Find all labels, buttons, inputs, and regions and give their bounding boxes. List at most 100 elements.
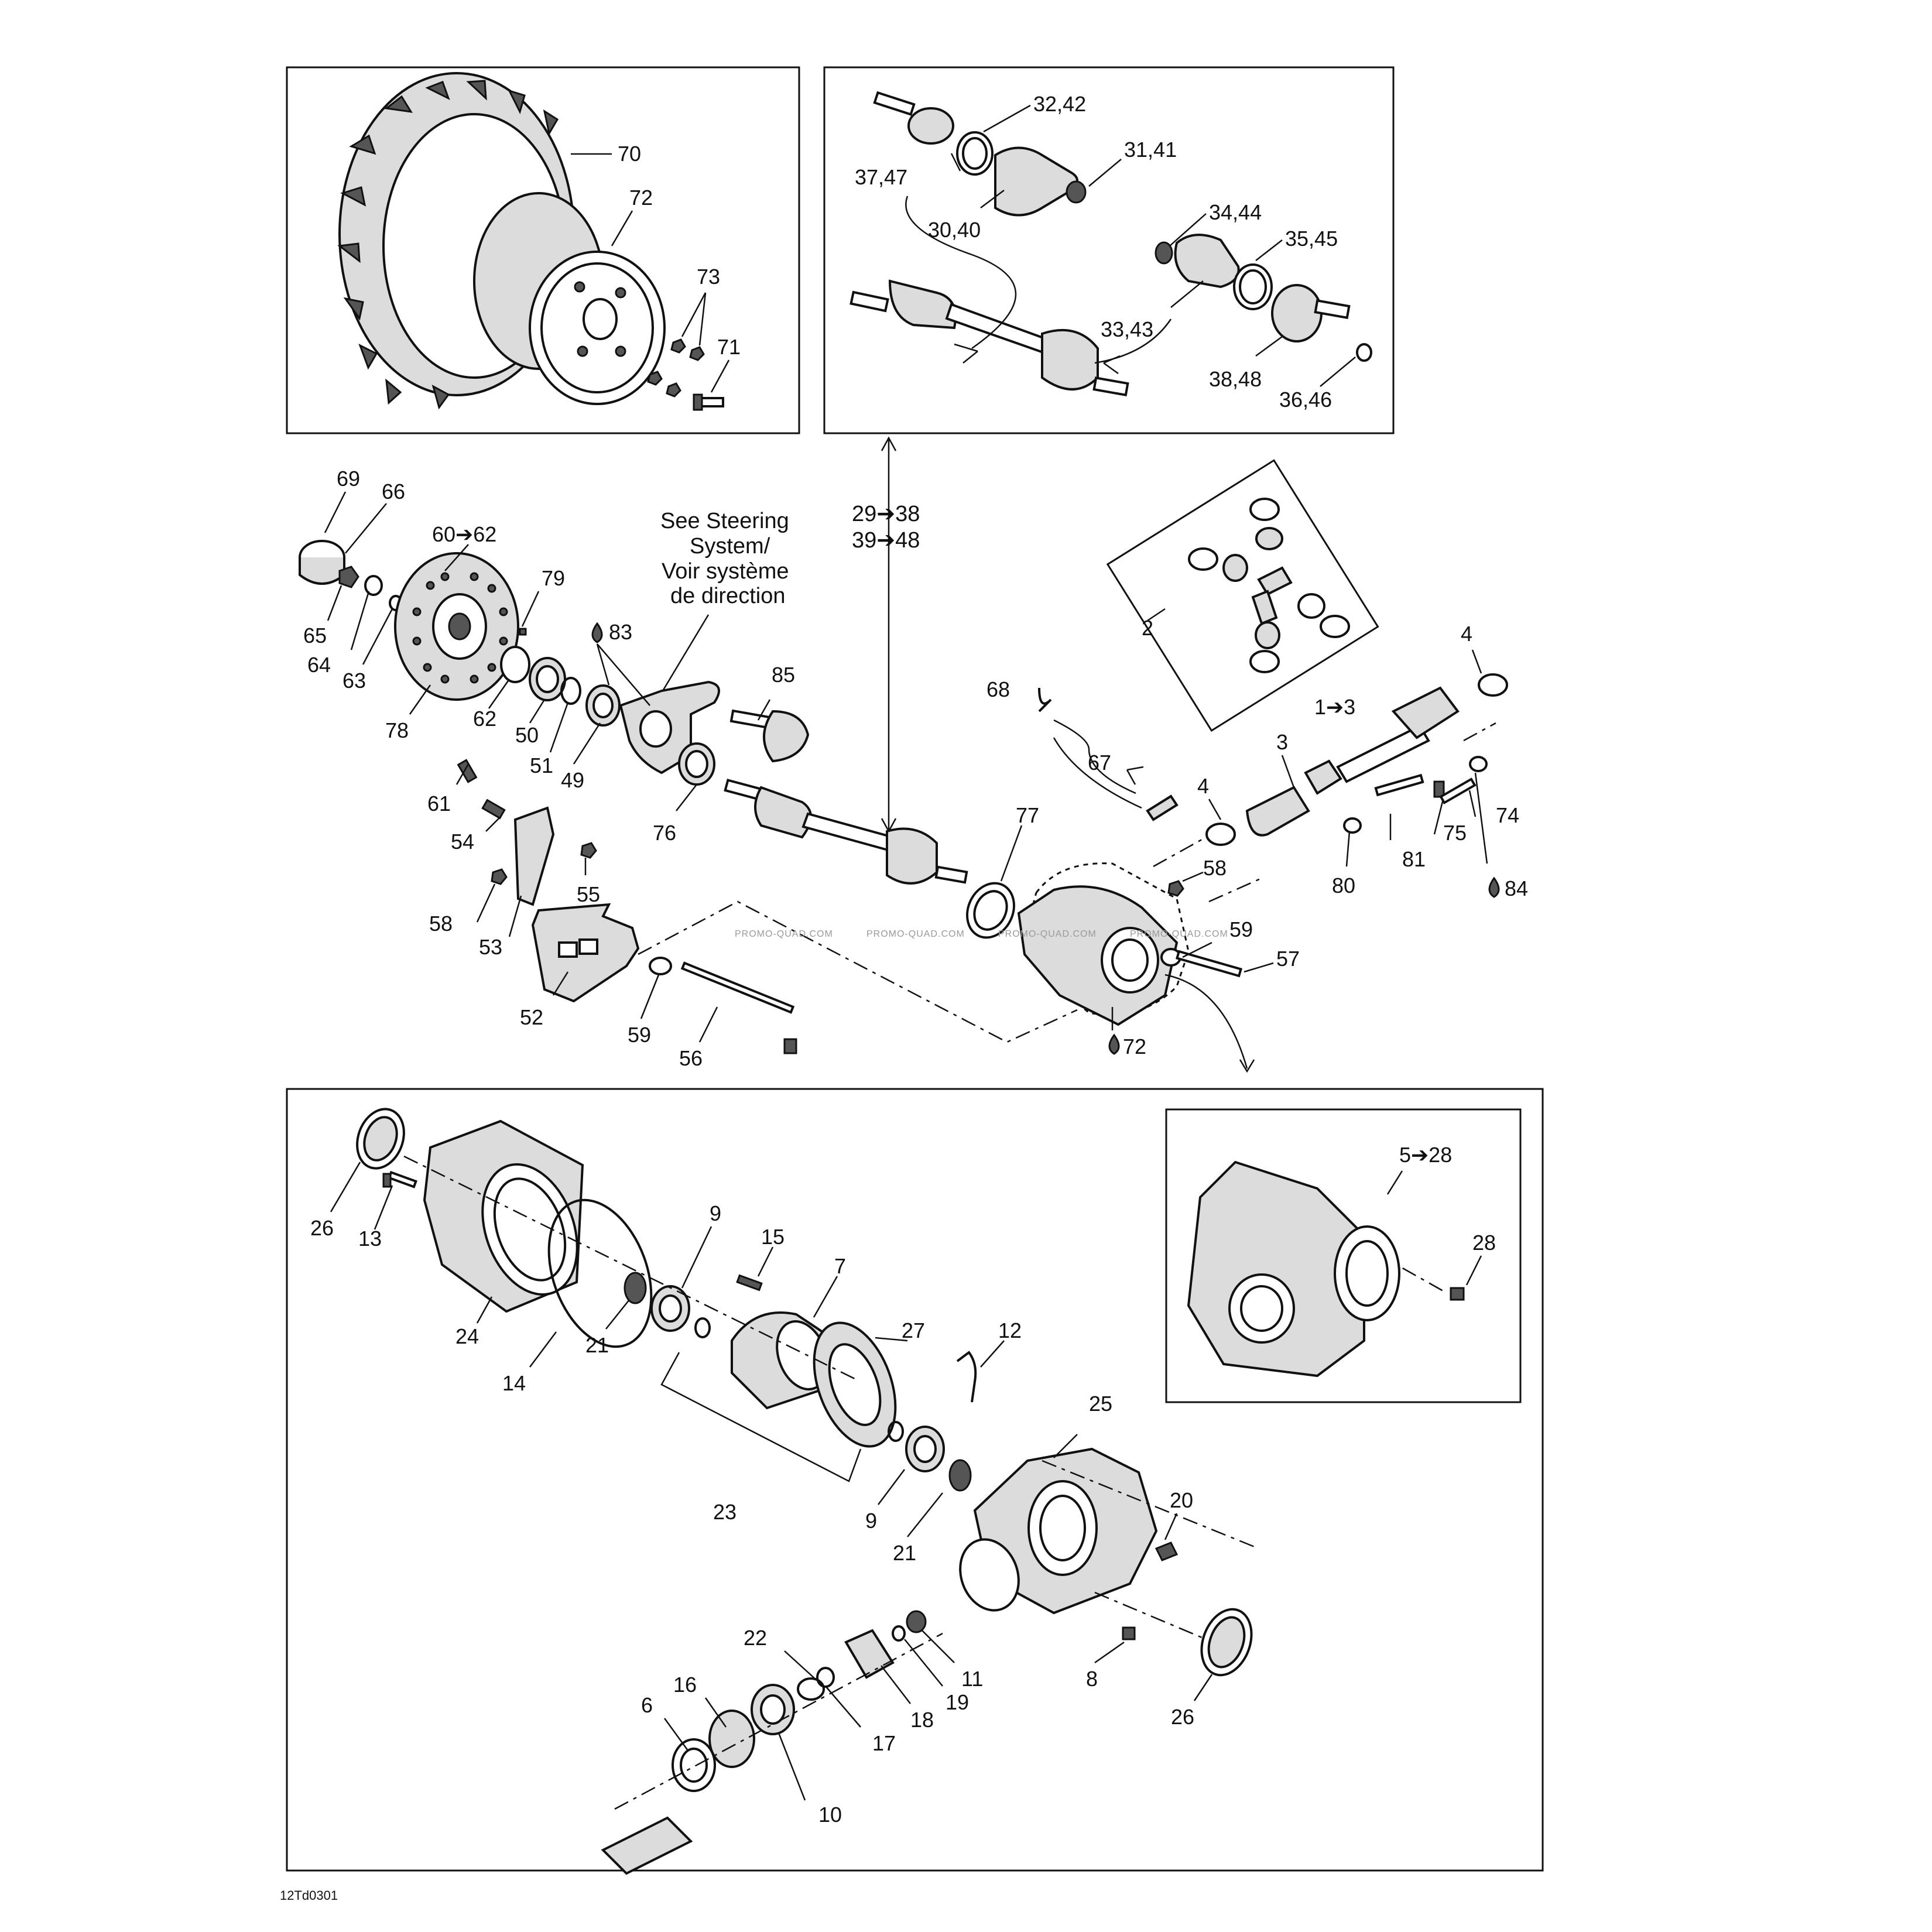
callout-64: 64 bbox=[307, 653, 331, 677]
right-housing-illustration bbox=[959, 1447, 1158, 1615]
callout-17: 17 bbox=[872, 1731, 896, 1755]
rear-differential-housing-illustration bbox=[1017, 862, 1190, 1026]
rim-illustration bbox=[473, 192, 666, 405]
callout-27: 27 bbox=[902, 1318, 925, 1342]
drive-shaft-assembly-illustration bbox=[849, 279, 1129, 397]
callout-4: 4 bbox=[1461, 622, 1472, 646]
callout-31-41: 31,41 bbox=[1124, 138, 1177, 162]
cv-boot-inner-illustration bbox=[1155, 234, 1273, 310]
svg-text:System/: System/ bbox=[690, 534, 770, 559]
wheel-nuts-illustration bbox=[647, 338, 705, 398]
svg-text:See Steering: See Steering bbox=[660, 509, 789, 533]
differential-assembly-inset-frame bbox=[1165, 1108, 1522, 1403]
right-side-fasteners-illustration bbox=[1122, 1542, 1179, 1640]
housing-bolt-illustration bbox=[382, 1170, 417, 1188]
callout-25: 25 bbox=[1089, 1392, 1112, 1416]
knuckle-bearing-stack-illustration bbox=[500, 646, 621, 727]
vent-tube-illustration bbox=[956, 1351, 977, 1403]
differential-assembly-inset-illustration bbox=[1187, 1160, 1465, 1378]
callout-33-43: 33,43 bbox=[1101, 317, 1153, 341]
range-arrow-29-48 bbox=[881, 436, 897, 833]
callout-11: 11 bbox=[961, 1667, 983, 1691]
wheel-panel-leaders bbox=[571, 153, 730, 393]
callout-79: 79 bbox=[542, 566, 565, 590]
callout-62: 62 bbox=[473, 707, 496, 731]
callout-5-28: 5➔28 bbox=[1399, 1143, 1452, 1167]
range-note-39-48: 39➔48 bbox=[852, 528, 920, 553]
differential-panel-frame bbox=[286, 1088, 1544, 1872]
callout-85: 85 bbox=[772, 663, 795, 687]
o-ring-illustration bbox=[547, 1198, 653, 1348]
oil-seal-right-illustration bbox=[1200, 1608, 1253, 1677]
callout-70: 70 bbox=[618, 142, 641, 166]
callout-24: 24 bbox=[455, 1324, 479, 1348]
callout-51: 51 bbox=[530, 753, 553, 777]
callout-21: 21 bbox=[585, 1333, 609, 1357]
callout-22: 22 bbox=[744, 1626, 767, 1650]
callout-52: 52 bbox=[520, 1005, 543, 1029]
callout-72: 72 bbox=[1123, 1034, 1146, 1059]
skid-plate-illustration bbox=[531, 903, 640, 1003]
callout-3: 3 bbox=[1276, 730, 1288, 754]
dashed-relation-lines bbox=[638, 722, 1496, 1043]
differential-panel-leaders bbox=[330, 1162, 1482, 1801]
callout-1-3: 1➔3 bbox=[1314, 695, 1355, 719]
drive-shaft-panel-leaders bbox=[905, 104, 1356, 387]
callout-12: 12 bbox=[998, 1318, 1022, 1342]
callout-83: 83 bbox=[609, 620, 632, 644]
callout-21: 21 bbox=[893, 1541, 916, 1565]
callout-66: 66 bbox=[382, 479, 405, 503]
steering-knuckle-illustration bbox=[619, 680, 720, 786]
long-bolt-illustration bbox=[649, 957, 797, 1054]
callout-23: 23 bbox=[713, 1500, 737, 1524]
callout-77: 77 bbox=[1016, 803, 1039, 827]
bearings-right-illustration bbox=[888, 1421, 972, 1492]
cv-joint-outer-illustration bbox=[873, 91, 954, 145]
steering-note-leader bbox=[655, 614, 710, 703]
callout-9: 9 bbox=[865, 1509, 877, 1533]
callout-20: 20 bbox=[1170, 1488, 1193, 1512]
callout-50: 50 bbox=[515, 723, 539, 747]
callout-6: 6 bbox=[641, 1693, 653, 1717]
callout-78: 78 bbox=[385, 718, 409, 742]
callout-53: 53 bbox=[479, 935, 502, 959]
cv-joint-inner-illustration bbox=[1271, 284, 1372, 362]
hub-nut-washer-illustration bbox=[338, 566, 403, 611]
callout-60-62: 60➔62 bbox=[432, 522, 496, 546]
diagram-code: 12Td0301 bbox=[280, 1888, 338, 1903]
callout-26: 26 bbox=[1171, 1705, 1194, 1729]
callout-73: 73 bbox=[697, 265, 720, 289]
callout-58: 58 bbox=[429, 912, 453, 936]
callout-14: 14 bbox=[502, 1371, 526, 1395]
callout-10: 10 bbox=[818, 1803, 842, 1827]
hub-brake-disc-illustration bbox=[394, 552, 527, 701]
cv-clamp-ring-illustration bbox=[956, 131, 994, 176]
svg-text:de direction: de direction bbox=[670, 584, 785, 608]
callout-16: 16 bbox=[673, 1673, 697, 1697]
oil-drop-icon bbox=[1488, 876, 1500, 898]
ring-gear-illustration bbox=[813, 1321, 897, 1448]
callout-84: 84 bbox=[1505, 876, 1528, 900]
callout-9: 9 bbox=[710, 1201, 721, 1225]
watermark: PROMO-QUAD.COM bbox=[735, 929, 833, 939]
callout-7: 7 bbox=[834, 1254, 846, 1278]
breather-hose-illustration bbox=[1038, 687, 1179, 821]
callout-2: 2 bbox=[1142, 616, 1153, 640]
drive-shaft-panel-frame bbox=[823, 66, 1395, 434]
callout-59: 59 bbox=[628, 1023, 651, 1047]
callout-55: 55 bbox=[577, 882, 600, 906]
callout-65: 65 bbox=[303, 624, 327, 648]
cv-small-clamp-illustration bbox=[1066, 180, 1087, 204]
callout-32-42: 32,42 bbox=[1033, 92, 1086, 116]
bearings-left-illustration bbox=[624, 1272, 711, 1338]
wheel-stud-illustration bbox=[693, 393, 724, 411]
callout-75: 75 bbox=[1443, 821, 1467, 845]
mounting-bracket-illustration bbox=[457, 759, 597, 906]
callout-59: 59 bbox=[1229, 917, 1253, 941]
callout-37-47: 37,47 bbox=[855, 165, 907, 189]
left-housing-illustration bbox=[423, 1119, 584, 1313]
callout-4: 4 bbox=[1197, 774, 1209, 798]
callout-19: 19 bbox=[946, 1690, 969, 1714]
callout-61: 61 bbox=[427, 792, 451, 816]
